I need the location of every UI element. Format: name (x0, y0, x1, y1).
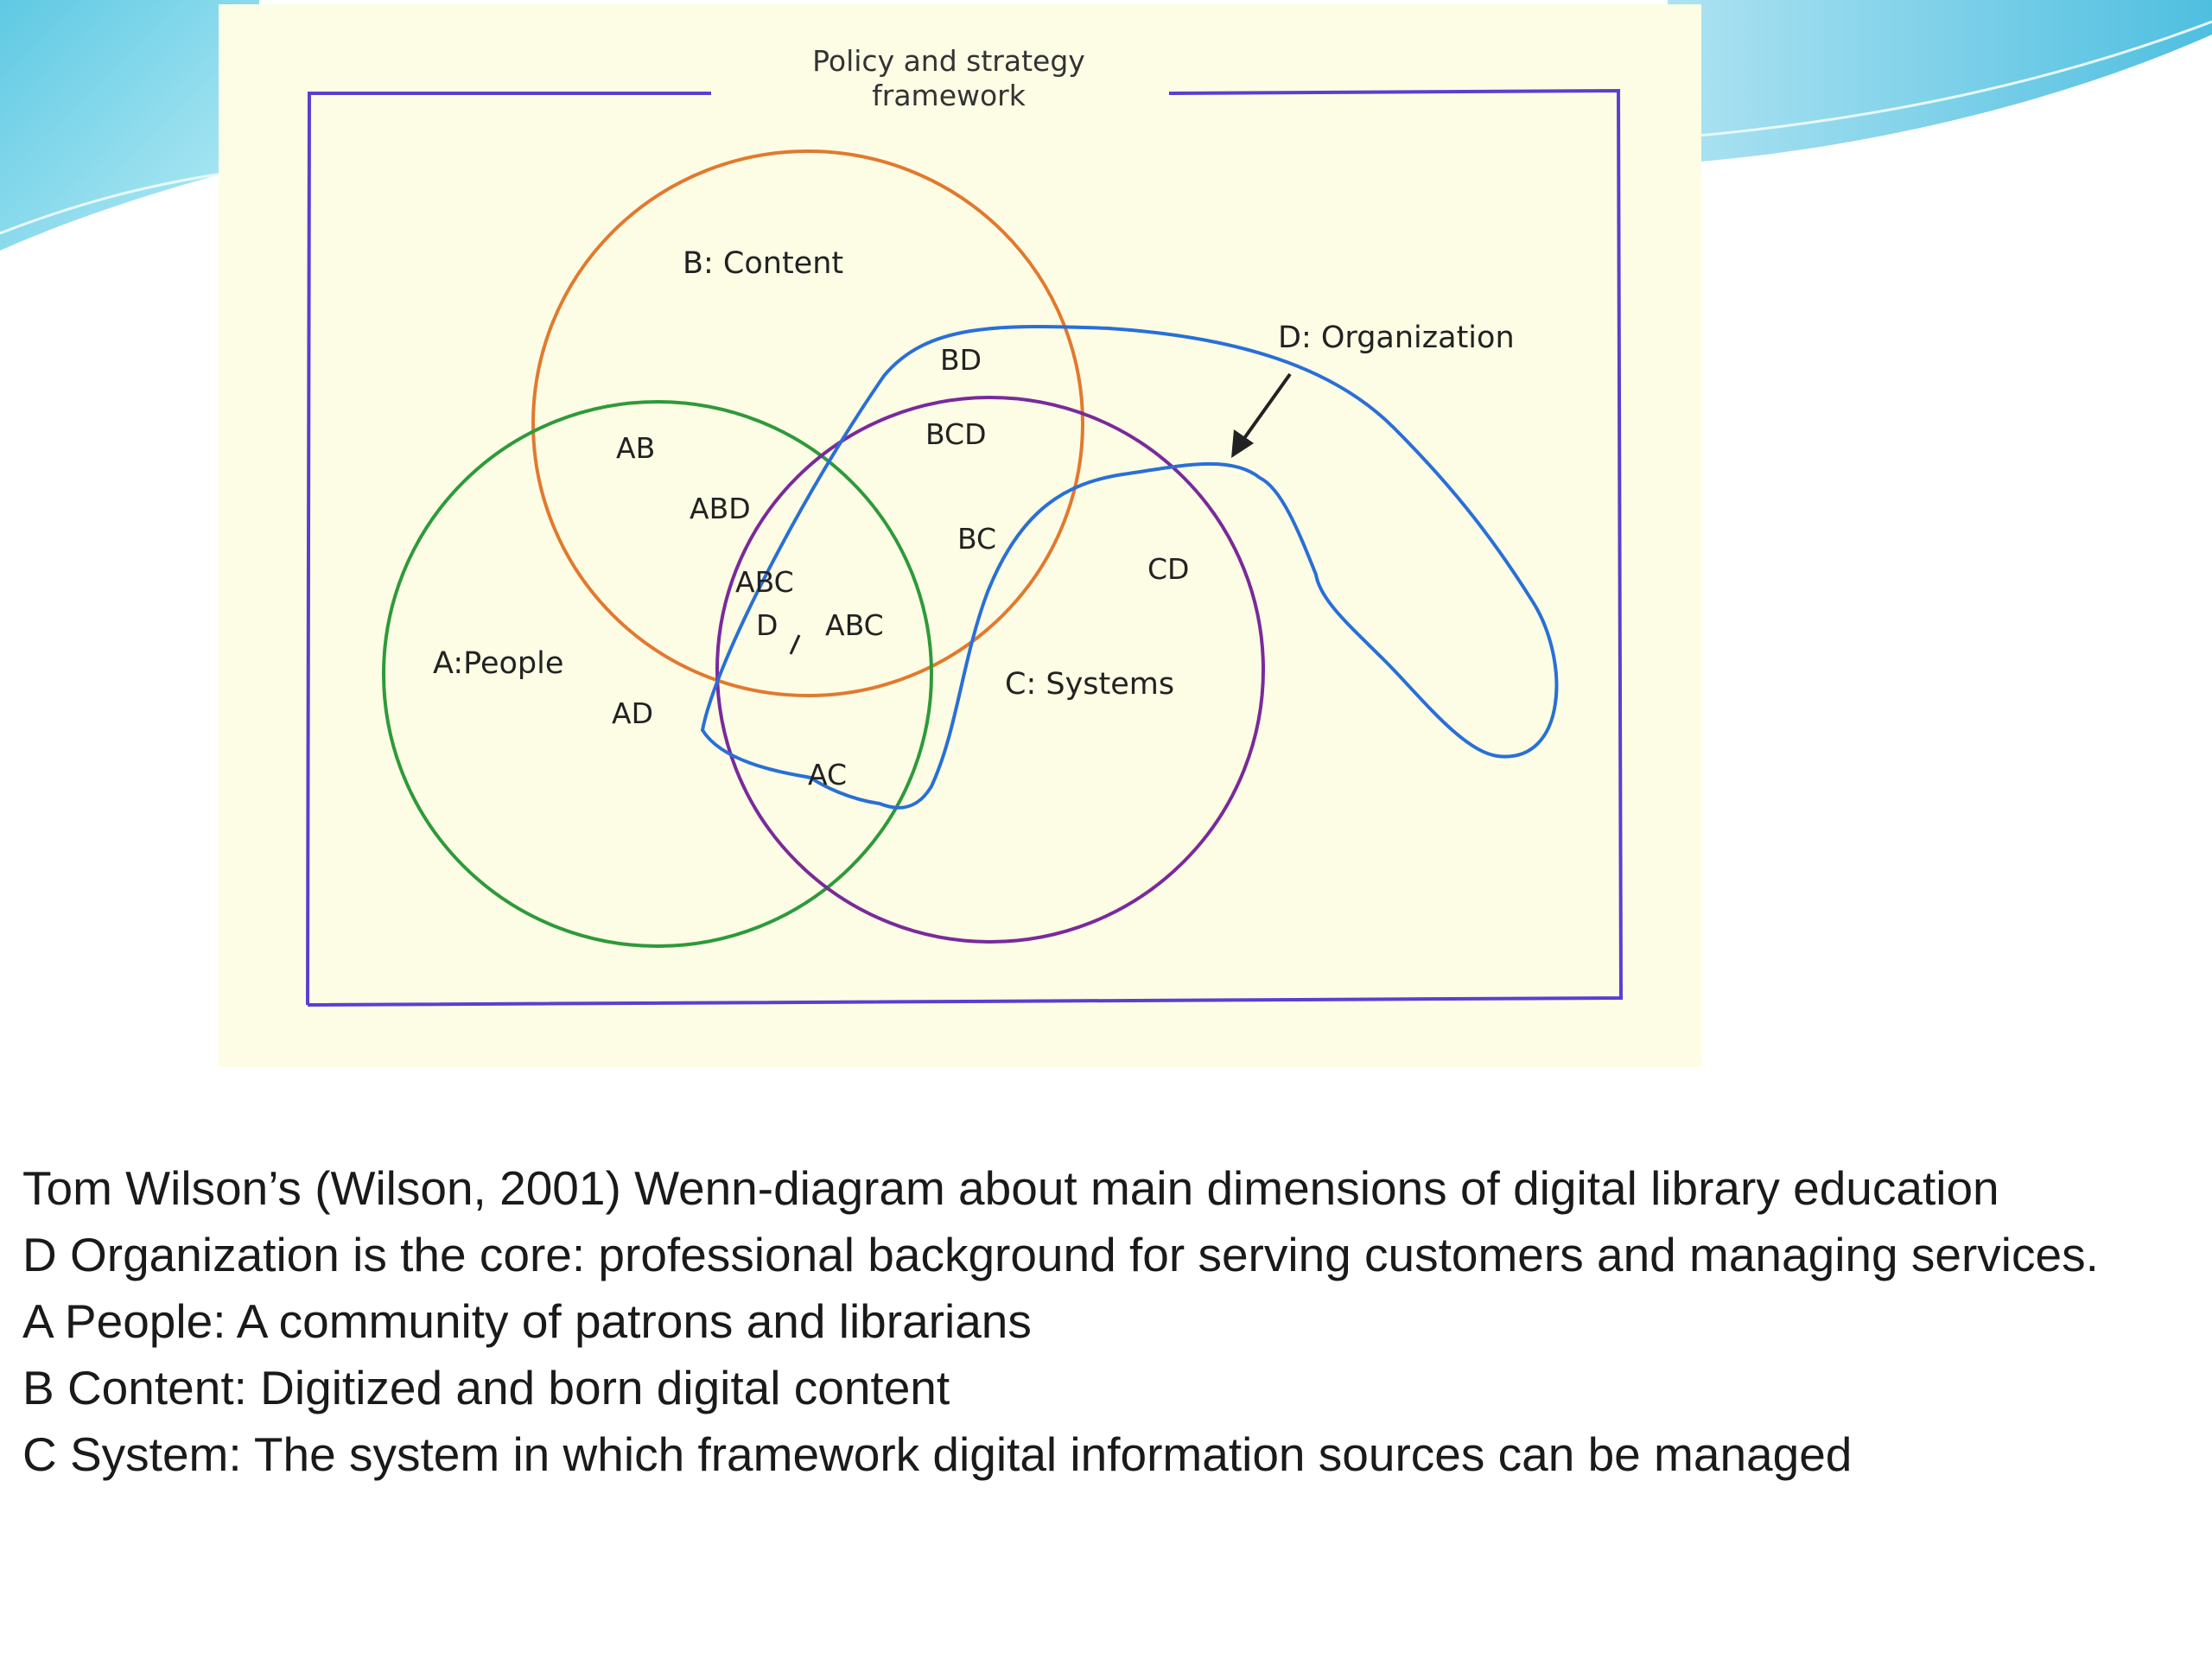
systems-circle (715, 396, 1265, 944)
systems-label: C: Systems (1005, 667, 1175, 702)
venn-diagram-svg (306, 88, 1624, 1007)
region-label-ad: AD (612, 696, 653, 730)
region-label-abc: ABC (825, 608, 884, 642)
region-label-cd: CD (1147, 552, 1190, 586)
organization-arrow-line (1241, 372, 1292, 442)
organization-arrow-head (1231, 429, 1254, 458)
frame-left-top-segment (306, 92, 711, 1006)
region-label-bc: BC (957, 522, 997, 556)
organization-blob (700, 325, 1559, 810)
region-label-bd: BD (940, 343, 982, 377)
swoosh-left (0, 0, 259, 251)
abcd-divider (789, 634, 801, 655)
people-circle (382, 400, 933, 948)
content-label: B: Content (683, 246, 844, 281)
content-circle (531, 149, 1084, 697)
region-label-bcd: BCD (925, 417, 987, 451)
frame-title-line-1: Policy and strategy (812, 44, 1085, 78)
caption-line-1: Tom Wilson’s (Wilson, 2001) Wenn-diagram… (22, 1161, 1999, 1215)
caption-line-4: B Content: Digitized and born digital co… (22, 1361, 950, 1414)
frame-title-line-2: framework (872, 79, 1026, 112)
region-label-ab: AB (616, 431, 656, 465)
swoosh-right-line (1667, 20, 2212, 140)
region-label-abcd-line2: D (756, 608, 779, 642)
organization-label: D: Organization (1278, 321, 1515, 355)
swoosh-right (1668, 0, 2212, 164)
frame-title: Policy and strategy framework (681, 44, 1217, 113)
frame-right-bottom-segment (307, 88, 1624, 1007)
venn-diagram-panel: Policy and strategy framework B: Content… (219, 4, 1701, 1067)
caption-line-3: A People: A community of patrons and lib… (22, 1294, 1032, 1348)
region-label-abcd-line1: ABC (735, 565, 794, 599)
caption-block: Tom Wilson’s (Wilson, 2001) Wenn-diagram… (22, 1155, 2209, 1488)
people-label: A:People (433, 646, 564, 681)
region-label-abd: ABD (690, 492, 751, 525)
caption-line-5: C System: The system in which framework … (22, 1427, 1853, 1481)
caption-line-2: D Organization is the core: professional… (22, 1228, 2099, 1281)
region-label-ac: AC (808, 758, 848, 791)
